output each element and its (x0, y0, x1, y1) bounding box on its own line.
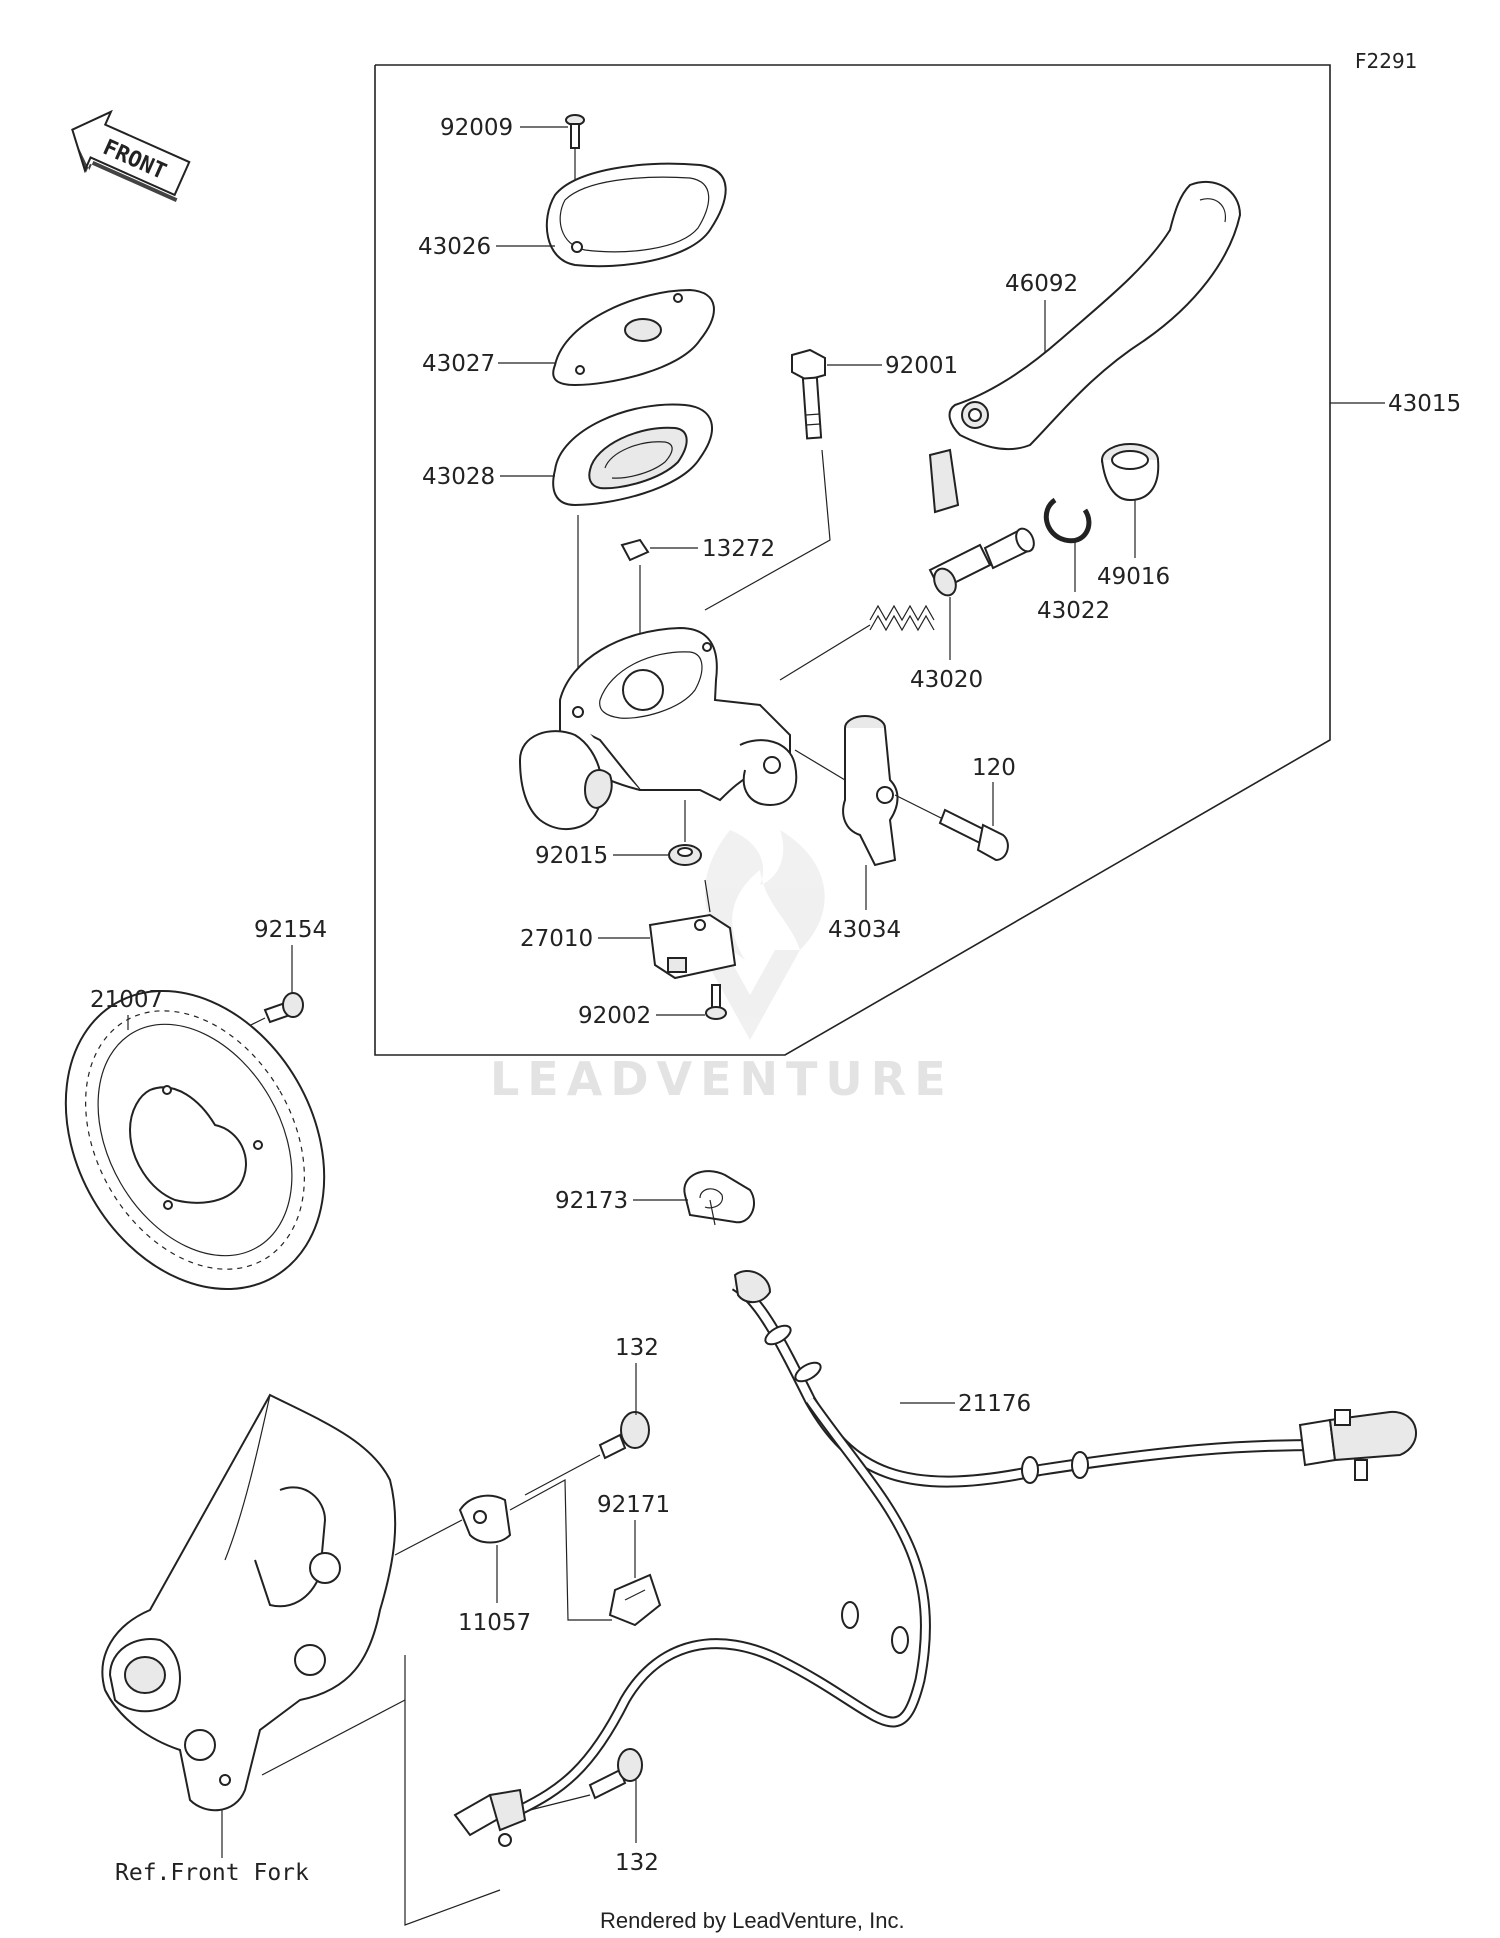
brake-lever-46092 (928, 180, 1242, 514)
bolt-132-upper (598, 1411, 650, 1460)
label-21007: 21007 (90, 987, 163, 1013)
label-49016: 49016 (1097, 564, 1170, 590)
label-132-upper: 132 (615, 1335, 659, 1361)
holder-43034 (842, 715, 899, 867)
clip-13272 (620, 538, 650, 562)
front-arrow-icon: FRONT (71, 109, 191, 203)
abs-rotor-21007 (64, 989, 326, 1291)
screw-92002 (705, 984, 727, 1020)
label-92009: 92009 (440, 115, 513, 141)
clip-92171 (608, 1573, 662, 1627)
assembly-outline (374, 64, 1331, 1056)
label-46092: 46092 (1005, 271, 1078, 297)
label-92173: 92173 (555, 1188, 628, 1214)
connector-icon (1298, 1409, 1417, 1481)
reservoir-cap-43026 (545, 162, 727, 268)
bolt-120 (938, 808, 1009, 862)
clamp-92173 (683, 1170, 755, 1226)
abs-sensor-cable-21176 (453, 1270, 1417, 1847)
label-43028: 43028 (422, 464, 495, 490)
footer-credit: Rendered by LeadVenture, Inc. (600, 1908, 905, 1933)
diaphragm-plate-43027 (552, 288, 715, 387)
label-43020: 43020 (910, 667, 983, 693)
diaphragm-43028 (552, 403, 713, 507)
label-ref-front-fork: Ref.Front Fork (115, 1860, 309, 1886)
label-21176: 21176 (958, 1391, 1031, 1417)
watermark-logo-icon (700, 830, 825, 1040)
nut-92015 (668, 844, 702, 866)
label-43022: 43022 (1037, 598, 1110, 624)
brake-switch-27010 (648, 913, 737, 980)
label-132-lower: 132 (615, 1850, 659, 1876)
bolt-92154 (263, 992, 304, 1024)
label-92015: 92015 (535, 843, 608, 869)
sensor-head-icon (453, 1788, 527, 1847)
snap-ring-43022 (1043, 497, 1092, 544)
bracket-11057 (458, 1494, 512, 1544)
watermark: LEADVENTURE (490, 1052, 954, 1106)
label-92002: 92002 (578, 1003, 651, 1029)
label-11057: 11057 (458, 1610, 531, 1636)
dust-boot-49016 (1101, 443, 1160, 502)
label-43026: 43026 (418, 234, 491, 260)
label-27010: 27010 (520, 926, 593, 952)
label-13272: 13272 (702, 536, 775, 562)
piston-spring-43020 (869, 527, 1035, 632)
screw-92009 (565, 114, 585, 149)
label-92171: 92171 (597, 1492, 670, 1518)
label-43015: 43015 (1388, 391, 1461, 417)
label-43034: 43034 (828, 917, 901, 943)
label-43027: 43027 (422, 351, 495, 377)
master-cylinder-body (518, 626, 798, 831)
diagram-code: F2291 (1355, 49, 1417, 73)
pivot-bolt-92001 (791, 348, 826, 440)
label-92154: 92154 (254, 917, 327, 943)
front-fork (101, 1393, 397, 1812)
label-120: 120 (972, 755, 1016, 781)
bolt-132-lower (588, 1748, 643, 1800)
label-92001: 92001 (885, 353, 958, 379)
